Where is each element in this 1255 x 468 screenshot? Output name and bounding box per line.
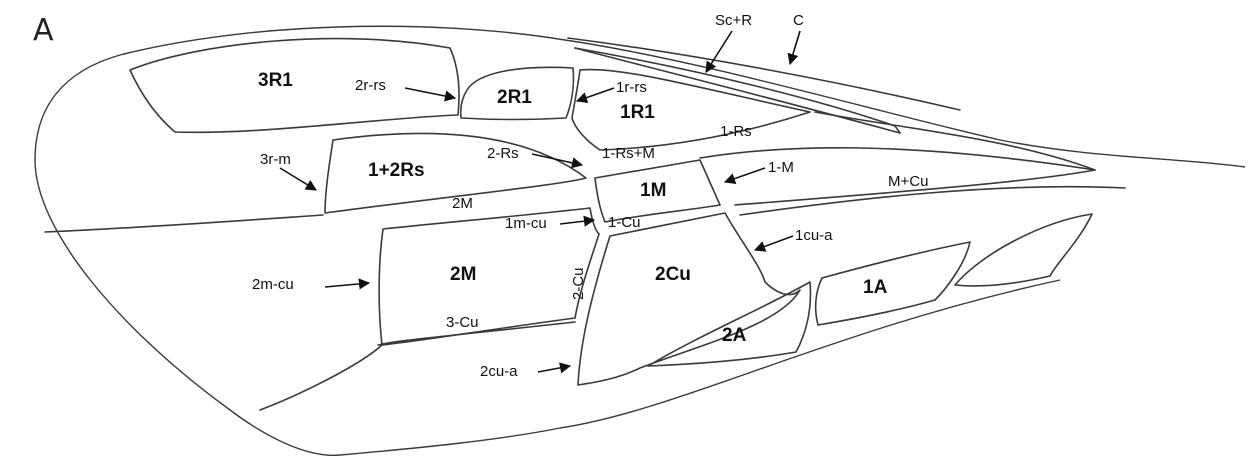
vein-label-3-cu: 3-Cu — [446, 314, 479, 331]
vein-label-m-cu: M+Cu — [888, 173, 928, 190]
cell-label-3r1: 3R1 — [258, 70, 293, 91]
pointer-arrows — [279, 30, 801, 374]
panel-label: A — [33, 13, 54, 48]
cell-label-1m: 1M — [640, 180, 666, 201]
arrow-2cu-a — [537, 362, 572, 374]
vein-label-1r-rs: 1r-rs — [616, 79, 647, 96]
vein-label-2-cu: 2-Cu — [570, 267, 587, 300]
arrow-3r-m — [279, 167, 317, 191]
vein-label-1-m: 1-M — [768, 159, 794, 176]
arrow-sc-r — [705, 30, 733, 73]
arrow-1-m — [723, 167, 766, 184]
vein-label-3r-m: 3r-m — [260, 151, 291, 168]
vein-label-2cu-a: 2cu-a — [480, 363, 518, 380]
cell-label-2cu: 2Cu — [655, 264, 691, 285]
vein-label-2m: 2M — [452, 195, 473, 212]
vein-label-c: C — [793, 12, 804, 29]
vein-label-sc-r: Sc+R — [715, 12, 752, 29]
cell-label-1-2rs: 1+2Rs — [368, 160, 425, 181]
wing-cells — [44, 37, 1126, 411]
arrow-2r-rs — [404, 87, 457, 102]
arrow-c — [787, 30, 801, 66]
cell-label-2r1: 2R1 — [497, 87, 532, 108]
arrow-1cu-a — [753, 235, 794, 252]
vein-label-1-rs: 1-Rs — [720, 123, 752, 140]
vein-label-2r-rs: 2r-rs — [355, 77, 386, 94]
arrow-2m-cu — [324, 278, 371, 290]
cell-label-2a: 2A — [722, 325, 747, 346]
arrow-1r-rs — [575, 87, 615, 103]
cell-label-2m: 2M — [450, 264, 476, 285]
vein-labels: Sc+R C 2r-rs 1r-rs 1-Rs 1-Rs+M 2-Rs 3r-m… — [252, 12, 928, 380]
vein-label-1cu-a: 1cu-a — [795, 227, 833, 244]
costal-veins — [567, 37, 961, 134]
vein-label-1-rs-m: 1-Rs+M — [602, 145, 655, 162]
cell-label-1r1: 1R1 — [620, 102, 655, 123]
arrow-1m-cu — [559, 215, 596, 227]
wing-outline — [34, 25, 1246, 457]
cell-labels: 3R1 2R1 1R1 1+2Rs 1M 2M 2Cu 1A 2A — [258, 70, 888, 346]
vein-label-2m-cu: 2m-cu — [252, 276, 294, 293]
vein-label-1m-cu: 1m-cu — [505, 215, 547, 232]
vein-label-1-cu: 1-Cu — [608, 214, 641, 231]
arrow-2-rs — [531, 153, 584, 169]
vein-label-2-rs: 2-Rs — [487, 145, 519, 162]
cell-label-1a: 1A — [863, 277, 888, 298]
